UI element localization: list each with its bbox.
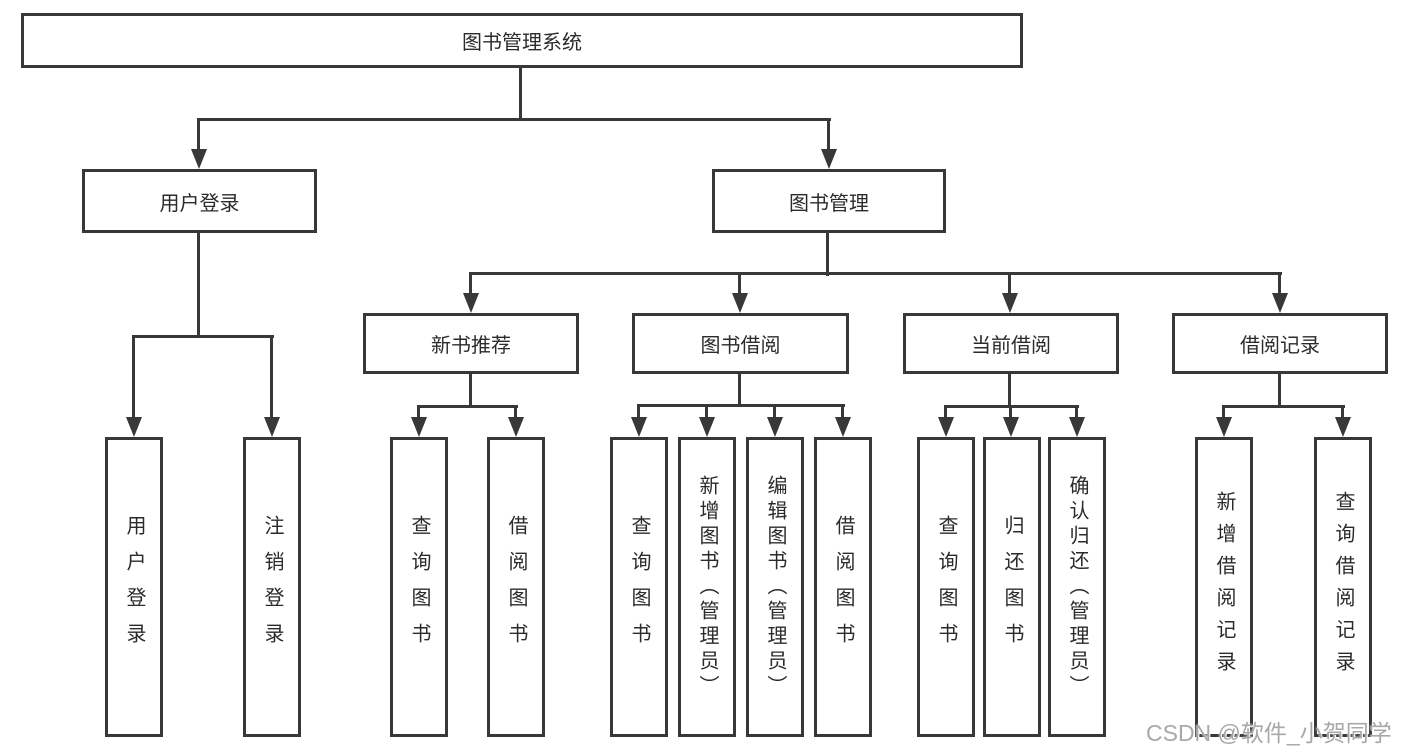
- arrow-down-icon: [508, 417, 524, 437]
- leaf-user-login: 用户登录: [105, 437, 163, 737]
- connector-line: [1222, 405, 1225, 420]
- connector-line: [738, 374, 741, 407]
- leaf-borrow-books-recommend: 借阅图书: [487, 437, 545, 737]
- arrow-down-icon: [1216, 417, 1232, 437]
- leaf-query-books-current: 查询图书: [917, 437, 975, 737]
- leaf-query-books-recommend: 查询图书: [390, 437, 448, 737]
- connector-line: [469, 272, 472, 296]
- node-label: 新书推荐: [431, 335, 511, 357]
- node-user-login: 用户登录: [82, 169, 317, 233]
- leaf-add-borrow-record: 新增借阅记录: [1195, 437, 1253, 737]
- leaf-label: 新增图书（管理员）: [696, 474, 718, 700]
- arrow-down-icon: [264, 417, 280, 437]
- connector-line: [469, 272, 1282, 275]
- arrow-down-icon: [463, 293, 479, 313]
- leaf-label: 用户登录: [123, 515, 145, 659]
- node-new-book-recommend: 新书推荐: [363, 313, 579, 374]
- leaf-label: 查询借阅记录: [1332, 491, 1354, 683]
- connector-line: [417, 405, 518, 408]
- node-label: 用户登录: [159, 192, 240, 215]
- connector-line: [1008, 374, 1011, 408]
- node-label: 图书借阅: [700, 335, 781, 357]
- csdn-watermark: CSDN @软件_小贺同学: [1146, 720, 1392, 746]
- connector-line: [841, 404, 844, 420]
- node-book-borrow: 图书借阅: [632, 313, 849, 374]
- arrow-down-icon: [126, 417, 142, 437]
- leaf-edit-books-admin: 编辑图书（管理员）: [746, 437, 804, 737]
- connector-line: [197, 118, 200, 151]
- connector-line: [270, 335, 273, 419]
- leaf-query-borrow-record: 查询借阅记录: [1314, 437, 1372, 737]
- connector-line: [1009, 405, 1012, 420]
- node-label: 当前借阅: [971, 335, 1051, 357]
- connector-line: [738, 272, 741, 296]
- connector-line: [637, 404, 640, 420]
- arrow-down-icon: [191, 149, 207, 169]
- node-borrow-records: 借阅记录: [1172, 313, 1388, 374]
- node-label: 图书管理: [789, 192, 869, 215]
- leaf-borrow-books: 借阅图书: [814, 437, 872, 737]
- arrow-down-icon: [699, 417, 715, 437]
- leaf-label: 查询图书: [628, 515, 650, 659]
- connector-line: [827, 118, 830, 151]
- arrow-down-icon: [1003, 417, 1019, 437]
- leaf-label: 注销登录: [261, 515, 283, 659]
- connector-line: [132, 335, 135, 419]
- arrow-down-icon: [821, 149, 837, 169]
- connector-line: [132, 335, 274, 338]
- leaf-confirm-return-admin: 确认归还（管理员）: [1048, 437, 1106, 737]
- leaf-label: 归还图书: [1001, 515, 1023, 659]
- leaf-label: 借阅图书: [832, 515, 854, 659]
- connector-line: [705, 404, 708, 420]
- connector-line: [773, 404, 776, 420]
- leaf-add-books-admin: 新增图书（管理员）: [678, 437, 736, 737]
- leaf-label: 查询图书: [408, 515, 430, 659]
- arrow-down-icon: [938, 417, 954, 437]
- connector-line: [1008, 272, 1011, 296]
- arrow-down-icon: [411, 417, 427, 437]
- leaf-label: 查询图书: [935, 515, 957, 659]
- arrow-down-icon: [1002, 293, 1018, 313]
- arrow-down-icon: [1069, 417, 1085, 437]
- connector-line: [1075, 405, 1078, 420]
- arrow-down-icon: [732, 293, 748, 313]
- leaf-query-books: 查询图书: [610, 437, 668, 737]
- connector-line: [1278, 272, 1281, 296]
- connector-line: [826, 233, 829, 276]
- node-current-borrow: 当前借阅: [903, 313, 1119, 374]
- leaf-label: 编辑图书（管理员）: [764, 474, 786, 700]
- leaf-label: 借阅图书: [505, 515, 527, 659]
- arrow-down-icon: [1335, 417, 1351, 437]
- arrow-down-icon: [1272, 293, 1288, 313]
- connector-line: [469, 374, 472, 408]
- connector-line: [514, 405, 517, 420]
- arrow-down-icon: [767, 417, 783, 437]
- connector-line: [944, 405, 947, 420]
- connector-line: [417, 405, 420, 420]
- leaf-label: 确认归还（管理员）: [1066, 474, 1088, 700]
- arrow-down-icon: [835, 417, 851, 437]
- connector-line: [637, 404, 845, 407]
- node-label: 借阅记录: [1240, 335, 1320, 357]
- leaf-label: 新增借阅记录: [1213, 491, 1235, 683]
- connector-line: [1341, 405, 1344, 420]
- arrow-down-icon: [631, 417, 647, 437]
- leaf-logout: 注销登录: [243, 437, 301, 737]
- leaf-return-books: 归还图书: [983, 437, 1041, 737]
- node-label: 图书管理系统: [462, 32, 582, 54]
- connector-line: [197, 233, 200, 338]
- node-root-library-system: 图书管理系统: [21, 13, 1023, 68]
- connector-line: [198, 118, 831, 121]
- connector-line: [519, 68, 522, 121]
- connector-line: [1222, 405, 1345, 408]
- node-book-management: 图书管理: [712, 169, 946, 233]
- connector-line: [1278, 374, 1281, 408]
